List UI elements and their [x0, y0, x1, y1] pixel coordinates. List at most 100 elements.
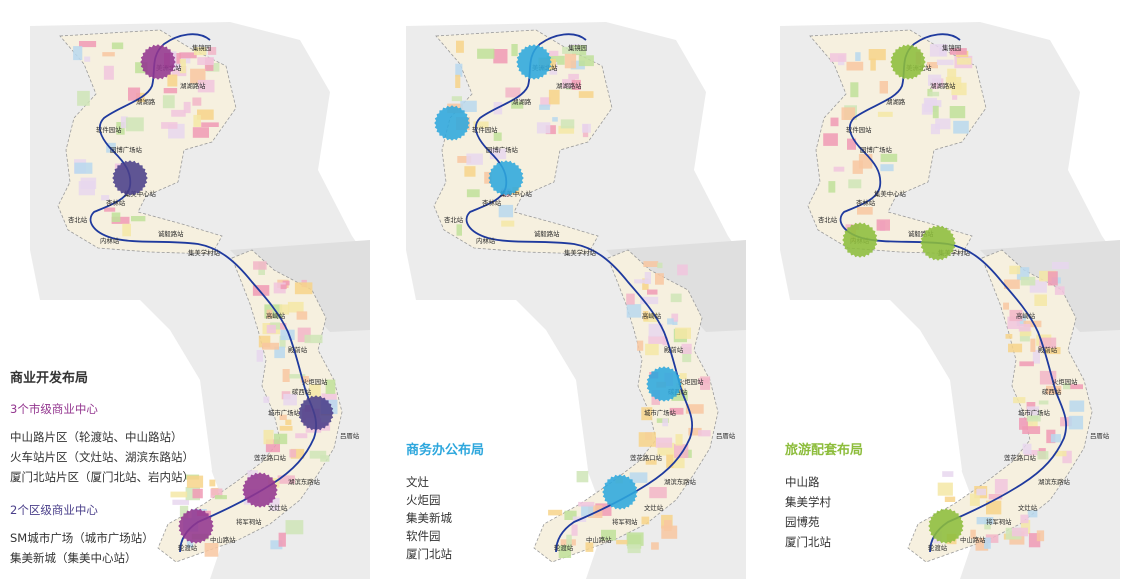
station-labels: 集镜园美洲北站湖湖路站湖湖路软件园站园博广场站集美中心站杏林站杏北站内林站诚毅路…: [818, 43, 1110, 552]
station-label: 文灶站: [644, 503, 664, 512]
urban-districts: [57, 29, 343, 563]
tourism-facility-markers: [842, 44, 964, 544]
office-layout-panel: 集镜园美洲北站湖湖路站湖湖路软件园站园博广场站集美中心站杏林站杏北站内林站诚毅路…: [376, 0, 746, 579]
office-hotspot-marker: [602, 474, 638, 510]
district-center-item: SM城市广场（城市广场站）: [10, 531, 154, 545]
district-center-subtitle: 2个区级商业中心: [10, 503, 98, 517]
tourism-item: 厦门北站: [785, 535, 831, 549]
station-label: 杏林站: [482, 198, 502, 207]
station-label: 集镜园: [192, 43, 211, 52]
station-label: 园博广场站: [486, 145, 519, 154]
station-label: 集美中心站: [500, 189, 533, 198]
station-label: 湖湖路站: [930, 81, 956, 90]
tourism-title: 旅游配套布局: [785, 443, 864, 458]
station-label: 轮渡站: [928, 543, 948, 552]
station-label: 轮渡站: [178, 543, 198, 552]
commercial-center-markers: [112, 44, 334, 544]
station-label: 软件园站: [96, 125, 122, 134]
tourism-item: 园博苑: [785, 515, 820, 529]
office-cluster-markers: [434, 44, 682, 510]
office-item: 集美新城: [406, 511, 452, 525]
station-label: 火炬园站: [302, 377, 328, 386]
office-title: 商务办公布局: [406, 443, 485, 458]
commercial-title: 商业开发布局: [10, 371, 89, 386]
station-label: 城市广场站: [268, 408, 301, 417]
station-label: 中山路站: [586, 535, 612, 544]
office-hotspot-marker: [434, 105, 470, 141]
city-center-subtitle: 3个市级商业中心: [10, 402, 98, 416]
station-label: 湖湖路: [886, 97, 906, 106]
station-label: 诚毅路站: [534, 229, 560, 238]
station-label: 碳西站: [292, 387, 312, 396]
commercial-hotspot-marker: [242, 472, 278, 508]
station-label: 吕厝站: [716, 431, 736, 440]
station-label: 中山路站: [210, 535, 236, 544]
station-label: 诚毅路站: [158, 229, 184, 238]
office-hotspot-marker: [646, 366, 682, 402]
tourism-hotspot-marker: [842, 222, 878, 258]
city-center-item: 厦门北站片区（厦门北站、岩内站）: [10, 470, 194, 484]
station-label: 中山路站: [960, 535, 986, 544]
office-item: 火炬园: [406, 493, 441, 507]
station-label: 湖湖路站: [556, 81, 582, 90]
station-label: 内林站: [100, 236, 120, 245]
station-label: 园博广场站: [110, 145, 143, 154]
tourism-hotspot-marker: [890, 44, 926, 80]
station-label: 莲花路口站: [254, 453, 287, 462]
metro-line-route: [465, 33, 694, 553]
station-label: 集镜园: [568, 43, 587, 52]
station-labels: 集镜园美洲北站湖湖路站湖湖路软件园站园博广场站集美中心站杏林站杏北站内林站诚毅路…: [68, 43, 360, 552]
station-label: 湖滨东路站: [664, 477, 697, 486]
office-item: 软件园: [406, 529, 441, 543]
station-label: 吕厝站: [340, 431, 360, 440]
commercial-metro-map: 集镜园美洲北站湖湖路站湖湖路软件园站园博广场站集美中心站杏林站杏北站内林站诚毅路…: [0, 0, 370, 579]
station-label: 轮渡站: [554, 543, 574, 552]
station-label: 城市广场站: [1018, 408, 1051, 417]
station-label: 集美学村站: [564, 248, 597, 257]
station-label: 集镜园: [942, 43, 961, 52]
station-label: 杏北站: [68, 215, 88, 224]
tourism-layout-panel: 集镜园美洲北站湖湖路站湖湖路软件园站园博广场站集美中心站杏林站杏北站内林站诚毅路…: [750, 0, 1120, 579]
station-label: 湖滨东路站: [1038, 477, 1071, 486]
tourism-item: 中山路: [785, 475, 820, 489]
station-label: 碳西站: [1042, 387, 1062, 396]
tourism-hotspot-marker: [920, 225, 956, 261]
station-label: 集美中心站: [874, 189, 907, 198]
station-label: 高崎站: [266, 311, 286, 320]
station-label: 集美学村站: [938, 248, 971, 257]
station-label: 殿前站: [664, 345, 684, 354]
station-label: 湖湖路站: [180, 81, 206, 90]
station-label: 殿前站: [1038, 345, 1058, 354]
commercial-layout-panel: 集镜园美洲北站湖湖路站湖湖路软件园站园博广场站集美中心站杏林站杏北站内林站诚毅路…: [0, 0, 370, 579]
station-label: 诚毅路站: [908, 229, 934, 238]
station-label: 内林站: [476, 236, 496, 245]
station-label: 高崎站: [1016, 311, 1036, 320]
tourism-hotspot-marker: [928, 508, 964, 544]
station-label: 城市广场站: [644, 408, 677, 417]
city-center-item: 中山路片区（轮渡站、中山路站）: [10, 430, 183, 444]
station-label: 集美中心站: [124, 189, 157, 198]
office-item: 厦门北站: [406, 547, 452, 561]
station-label: 杏北站: [818, 215, 838, 224]
station-label: 软件园站: [472, 125, 498, 134]
station-label: 软件园站: [846, 125, 872, 134]
station-label: 园博广场站: [860, 145, 893, 154]
station-label: 莲花路口站: [1004, 453, 1037, 462]
station-label: 莲花路口站: [630, 453, 663, 462]
district-center-item: 集美新城（集美中心站）: [10, 551, 137, 565]
station-label: 文灶站: [268, 503, 288, 512]
city-center-item: 火车站片区（文灶站、湖滨东路站）: [10, 450, 194, 464]
station-label: 集美学村站: [188, 248, 221, 257]
commercial-hotspot-marker: [298, 395, 334, 431]
metro-line-route: [89, 33, 318, 553]
office-hotspot-marker: [516, 44, 552, 80]
tourism-item: 集美学村: [785, 495, 831, 509]
commercial-hotspot-marker: [140, 44, 176, 80]
station-label: 将军祠站: [236, 517, 262, 526]
station-label: 杏北站: [444, 215, 464, 224]
commercial-hotspot-marker: [178, 508, 214, 544]
station-label: 湖湖路: [136, 97, 156, 106]
station-label: 高崎站: [642, 311, 662, 320]
metro-line-route: [839, 33, 1068, 553]
station-labels: 集镜园美洲北站湖湖路站湖湖路软件园站园博广场站集美中心站杏林站杏北站内林站诚毅路…: [444, 43, 736, 552]
